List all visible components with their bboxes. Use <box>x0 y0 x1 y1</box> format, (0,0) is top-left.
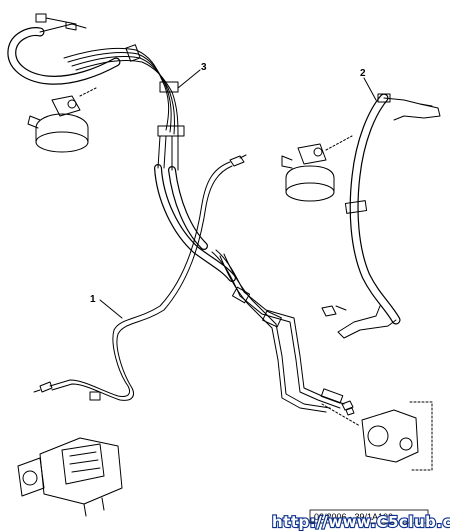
central-long-hoses <box>154 135 236 282</box>
leader-lines <box>99 69 377 319</box>
reference-code-box <box>309 509 429 524</box>
right-component <box>281 135 353 202</box>
lower-pipe-run <box>211 249 355 416</box>
site-watermark: http://www.C5club.com <box>272 513 450 531</box>
reference-code: 02/2006 - 39/1A100 <box>314 512 393 522</box>
right-hose <box>321 93 441 339</box>
upper-left-hose <box>7 13 121 85</box>
upper-left-component <box>27 87 97 153</box>
callout-3: 3 <box>201 62 207 73</box>
lower-left-unit <box>17 437 123 517</box>
callout-1: 1 <box>90 294 96 305</box>
upper-pipe-bundle <box>63 44 185 137</box>
lower-right-unit <box>321 401 433 471</box>
rigid-pipe-1 <box>33 154 247 401</box>
callout-2: 2 <box>360 68 366 79</box>
